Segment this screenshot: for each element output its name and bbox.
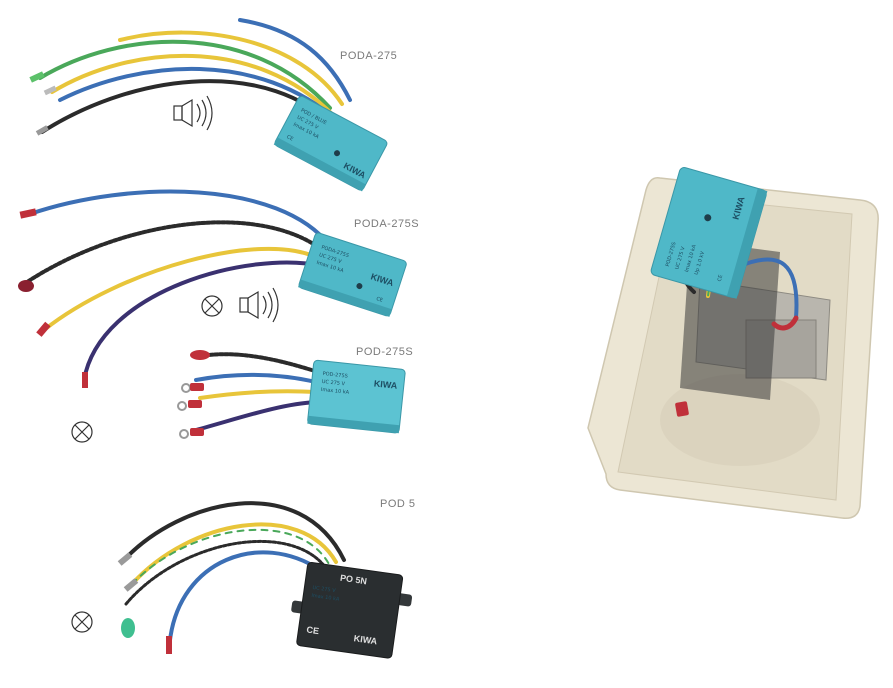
svg-text:UC 275 V: UC 275 V xyxy=(312,585,336,594)
svg-text:POD-275S: POD-275S xyxy=(322,371,348,380)
surge-module: POD-275S UC 275 V Imax 10 kA KIWA xyxy=(307,359,406,434)
lamp-icon xyxy=(71,421,93,443)
product-label-poda-275: PODA-275 xyxy=(340,50,398,62)
svg-text:UC 275 V: UC 275 V xyxy=(321,379,345,387)
wire-tips xyxy=(29,71,57,136)
surge-module: POD / BLUE UC 275 V Imax 10 kA KIWA CE xyxy=(273,95,388,192)
product-pod-5: PO 5N UC 275 V Imax 10 kA CE KIWA xyxy=(71,501,413,659)
product-label-pod-275s: POD-275S xyxy=(356,346,414,358)
surge-module: PODA-275S UC 275 V Imax 10 kA KIWA CE xyxy=(298,232,407,317)
lamp-icon xyxy=(71,611,93,633)
speaker-icon xyxy=(239,287,279,323)
surge-module-black: PO 5N UC 275 V Imax 10 kA CE KIWA xyxy=(291,562,413,659)
brand-label: KIWA xyxy=(373,378,398,390)
wire-tips xyxy=(117,552,172,654)
wire-tips xyxy=(18,208,88,388)
wire-bundle xyxy=(194,352,320,432)
brand-label: KIWA xyxy=(353,633,378,646)
svg-text:CE: CE xyxy=(375,296,383,304)
wire-bundle xyxy=(22,189,332,382)
lamp-icon xyxy=(201,295,223,317)
product-poda-275s: PODA-275S UC 275 V Imax 10 kA KIWA CE xyxy=(18,189,407,388)
svg-text:CE: CE xyxy=(717,274,725,282)
speaker-icon xyxy=(173,95,213,131)
ring-terminals xyxy=(177,350,210,439)
ce-mark: CE xyxy=(306,625,320,637)
svg-text:Imax 10 kA: Imax 10 kA xyxy=(311,593,340,603)
wire-bundle xyxy=(122,501,346,642)
surge-module-installed: POD-275S UC 275 V Imax 10 kA Up 1.0 kV K… xyxy=(650,167,768,299)
product-pod-275s: POD-275S UC 275 V Imax 10 kA KIWA xyxy=(71,350,406,443)
product-label-pod-5: POD 5 xyxy=(380,498,416,510)
svg-text:CE: CE xyxy=(285,134,294,142)
model-label: PO 5N xyxy=(339,573,367,587)
product-poda-275: POD / BLUE UC 275 V Imax 10 kA KIWA CE xyxy=(29,18,388,192)
product-label-poda-275s: PODA-275S xyxy=(354,218,420,230)
svg-text:Imax 10 kA: Imax 10 kA xyxy=(321,387,350,396)
wall-plate-installation: POD-275S UC 275 V Imax 10 kA Up 1.0 kV K… xyxy=(587,167,879,519)
